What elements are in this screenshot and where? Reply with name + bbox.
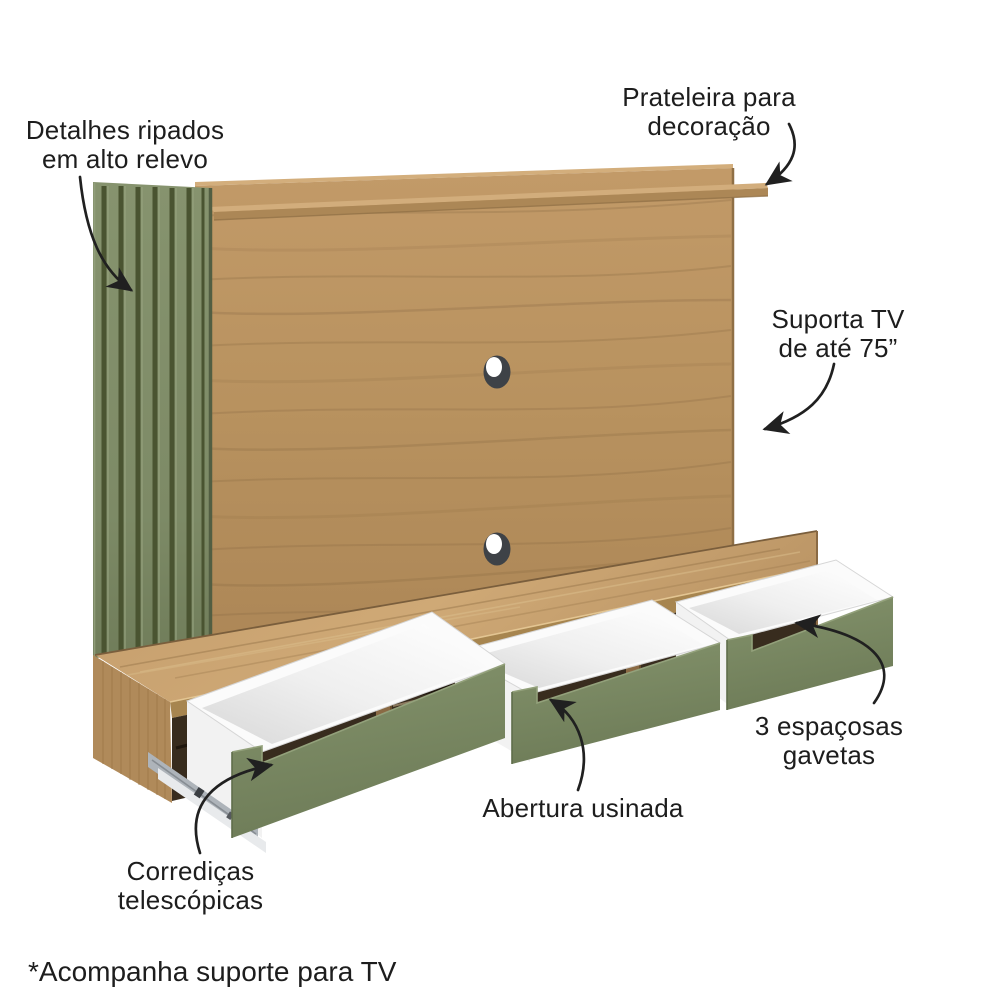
label-line: decoração: [647, 111, 771, 141]
label-line: Corrediças: [126, 856, 255, 886]
arrow-tv: [762, 362, 836, 434]
drawer-left: [148, 611, 507, 853]
label-line: 3 espaçosas: [754, 711, 904, 741]
label-line: Detalhes ripados: [25, 115, 225, 145]
label-decor-shelf: Prateleira para decoração: [595, 83, 823, 141]
arrow-shelf: [764, 122, 796, 186]
cable-grommet-top: [483, 355, 511, 389]
label-line: telescópicas: [117, 885, 264, 915]
arrow-slides: [194, 757, 274, 855]
drawer-middle: [453, 599, 722, 764]
annotation-arrows: [78, 122, 886, 855]
label-line: gavetas: [782, 740, 876, 770]
label-line: Abertura usinada: [482, 793, 684, 823]
slatted-detail-panel: [93, 182, 213, 658]
label-line: Suporta TV: [771, 304, 905, 334]
drawer-front: [512, 643, 720, 764]
label-line: Prateleira para: [622, 82, 796, 112]
decor-shelf: [209, 183, 769, 221]
label-three-drawers: 3 espaçosas gavetas: [727, 712, 931, 770]
label-telescopic-slides: Corrediças telescópicas: [88, 857, 293, 915]
drawer-front: [727, 597, 893, 710]
back-panel: [195, 164, 735, 640]
footnote-text: *Acompanha suporte para TV: [28, 956, 397, 987]
footnote-tv-mount-included: *Acompanha suporte para TV: [28, 956, 458, 988]
label-tv-support: Suporta TV de até 75”: [745, 305, 931, 363]
label-line: em alto relevo: [41, 144, 209, 174]
arrow-drawers: [794, 614, 886, 705]
drawer-front: [232, 664, 505, 838]
label-machined-opening: Abertura usinada: [448, 794, 718, 823]
cable-grommet-bottom: [483, 532, 511, 566]
label-line: de até 75”: [778, 333, 898, 363]
arrow-slats: [78, 175, 134, 292]
arrow-opening: [548, 698, 586, 792]
label-slatted-details: Detalhes ripados em alto relevo: [10, 116, 240, 174]
